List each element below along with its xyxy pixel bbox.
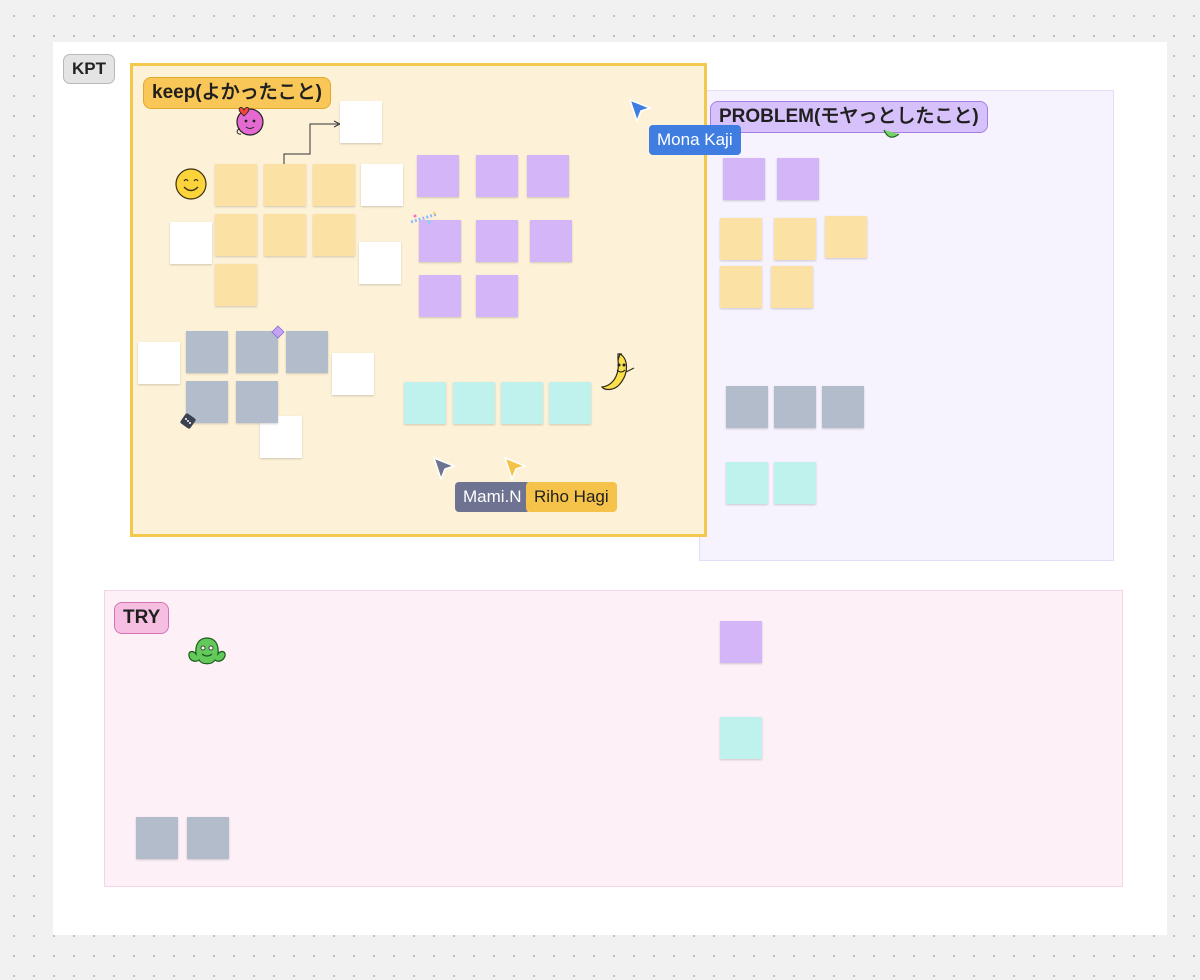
green-claw-sticker[interactable]: [881, 128, 903, 142]
sticky-note[interactable]: [215, 264, 257, 306]
green-monster-sticker[interactable]: [185, 634, 229, 670]
sticky-note[interactable]: [136, 817, 178, 859]
sticky-note[interactable]: [361, 164, 403, 206]
sticky-note[interactable]: [313, 164, 355, 206]
diamond-sticker[interactable]: [271, 325, 285, 339]
sticky-note[interactable]: [549, 382, 591, 424]
riho-hagi-cursor-label: Riho Hagi: [526, 482, 617, 512]
sticky-note[interactable]: [774, 218, 816, 260]
keep-section-label[interactable]: keep(よかったこと): [143, 77, 331, 109]
sticky-note[interactable]: [501, 382, 543, 424]
sticky-note[interactable]: [822, 386, 864, 428]
sticky-note[interactable]: [453, 382, 495, 424]
sticky-note[interactable]: [340, 101, 382, 143]
sticky-note[interactable]: [187, 817, 229, 859]
sticky-note[interactable]: [720, 218, 762, 260]
problem-section[interactable]: [699, 90, 1114, 561]
sticky-note[interactable]: [726, 386, 768, 428]
sticky-note[interactable]: [777, 158, 819, 200]
sticky-note[interactable]: [215, 164, 257, 206]
sticky-note[interactable]: [771, 266, 813, 308]
sticky-note[interactable]: [476, 155, 518, 197]
heart-character-sticker[interactable]: [232, 102, 268, 142]
sticky-note[interactable]: [313, 214, 355, 256]
sticky-note[interactable]: [774, 462, 816, 504]
sticky-note[interactable]: [264, 214, 306, 256]
sticky-note[interactable]: [170, 222, 212, 264]
smiley-face-sticker[interactable]: [174, 167, 208, 201]
sparkle-sticker[interactable]: [409, 210, 439, 226]
sticky-note[interactable]: [186, 381, 228, 423]
sticky-note[interactable]: [332, 353, 374, 395]
mona-kaji-cursor-label: Mona Kaji: [649, 125, 741, 155]
sticky-note[interactable]: [404, 382, 446, 424]
sticky-note[interactable]: [417, 155, 459, 197]
sticky-note[interactable]: [774, 386, 816, 428]
banana-sticker[interactable]: [598, 350, 638, 394]
kpt-frame-label[interactable]: KPT: [63, 54, 115, 84]
sticky-note[interactable]: [236, 381, 278, 423]
try-section-label[interactable]: TRY: [114, 602, 170, 634]
sticky-note[interactable]: [236, 331, 278, 373]
sticky-note[interactable]: [720, 717, 762, 759]
sticky-note[interactable]: [720, 621, 762, 663]
sticky-note[interactable]: [527, 155, 569, 197]
dice-sticker[interactable]: [179, 412, 197, 430]
sticky-note[interactable]: [286, 331, 328, 373]
sticky-note[interactable]: [215, 214, 257, 256]
sticky-note[interactable]: [138, 342, 180, 384]
mami-n-cursor-label: Mami.N: [455, 482, 530, 512]
sticky-note[interactable]: [726, 462, 768, 504]
sticky-note[interactable]: [260, 416, 302, 458]
sticky-note[interactable]: [476, 275, 518, 317]
mona-cursor-icon: [628, 98, 652, 124]
sticky-note[interactable]: [264, 164, 306, 206]
try-section[interactable]: [104, 590, 1123, 887]
sticky-note[interactable]: [476, 220, 518, 262]
sticky-note[interactable]: [419, 220, 461, 262]
sticky-note[interactable]: [359, 242, 401, 284]
sticky-note[interactable]: [419, 275, 461, 317]
mami-cursor-icon: [432, 456, 456, 482]
problem-section-label[interactable]: PROBLEM(モヤっとしたこと): [710, 101, 988, 133]
riho-cursor-icon: [503, 456, 527, 482]
sticky-note[interactable]: [723, 158, 765, 200]
sticky-note[interactable]: [825, 216, 867, 258]
sticky-note[interactable]: [530, 220, 572, 262]
sticky-note[interactable]: [186, 331, 228, 373]
sticky-note[interactable]: [720, 266, 762, 308]
